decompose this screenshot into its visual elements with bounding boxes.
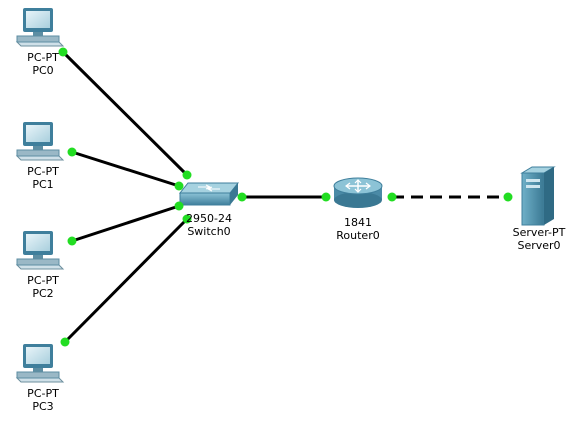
device-name: PC3: [32, 400, 54, 413]
link-pc1-switch0[interactable]: [71, 150, 180, 188]
link-pc2-switch0[interactable]: [71, 204, 180, 243]
device-name: Switch0: [187, 225, 231, 238]
device-type: PC-PT: [27, 165, 59, 178]
link-up-dot: [174, 181, 184, 191]
link-pc0-switch0[interactable]: [61, 50, 189, 177]
device-type: PC-PT: [27, 51, 59, 64]
switch0-label[interactable]: 2950-24 Switch0: [186, 212, 232, 238]
link-up-dot: [60, 337, 70, 347]
device-type: PC-PT: [27, 387, 59, 400]
link-up-dot: [237, 192, 247, 202]
link-up-dot: [67, 147, 77, 157]
pc2-label[interactable]: PC-PT PC2: [27, 274, 59, 300]
pc0-icon[interactable]: [15, 8, 65, 47]
link-up-dot: [182, 214, 192, 224]
pc1-label[interactable]: PC-PT PC1: [27, 165, 59, 191]
pc3-icon[interactable]: [15, 344, 65, 383]
device-name: Server0: [517, 239, 561, 252]
device-type: Server-PT: [512, 226, 566, 239]
device-type: 1841: [343, 216, 372, 229]
device-name: PC2: [32, 287, 54, 300]
link-up-dot: [174, 201, 184, 211]
link-up-dot: [387, 192, 397, 202]
device-name: Router0: [336, 229, 380, 242]
device-name: PC1: [32, 178, 54, 191]
link-status-dots: [58, 47, 513, 347]
link-up-dot: [503, 192, 513, 202]
pc1-icon[interactable]: [15, 122, 65, 161]
device-type: PC-PT: [27, 274, 59, 287]
link-up-dot: [58, 47, 68, 57]
link-up-dot: [182, 170, 192, 180]
pc3-label[interactable]: PC-PT PC3: [27, 387, 59, 413]
pc0-label[interactable]: PC-PT PC0: [27, 51, 59, 77]
switch-icon[interactable]: [178, 182, 240, 206]
link-up-dot: [321, 192, 331, 202]
router-icon[interactable]: [333, 177, 383, 208]
link-pc3-switch0[interactable]: [63, 217, 189, 344]
link-up-dot: [67, 236, 77, 246]
server0-label[interactable]: Server-PT Server0: [513, 226, 566, 252]
pc2-icon[interactable]: [15, 231, 65, 270]
router0-label[interactable]: 1841 Router0: [336, 216, 379, 242]
server-icon[interactable]: [520, 166, 556, 226]
device-type: 2950-24: [186, 212, 232, 225]
device-name: PC0: [32, 64, 54, 77]
